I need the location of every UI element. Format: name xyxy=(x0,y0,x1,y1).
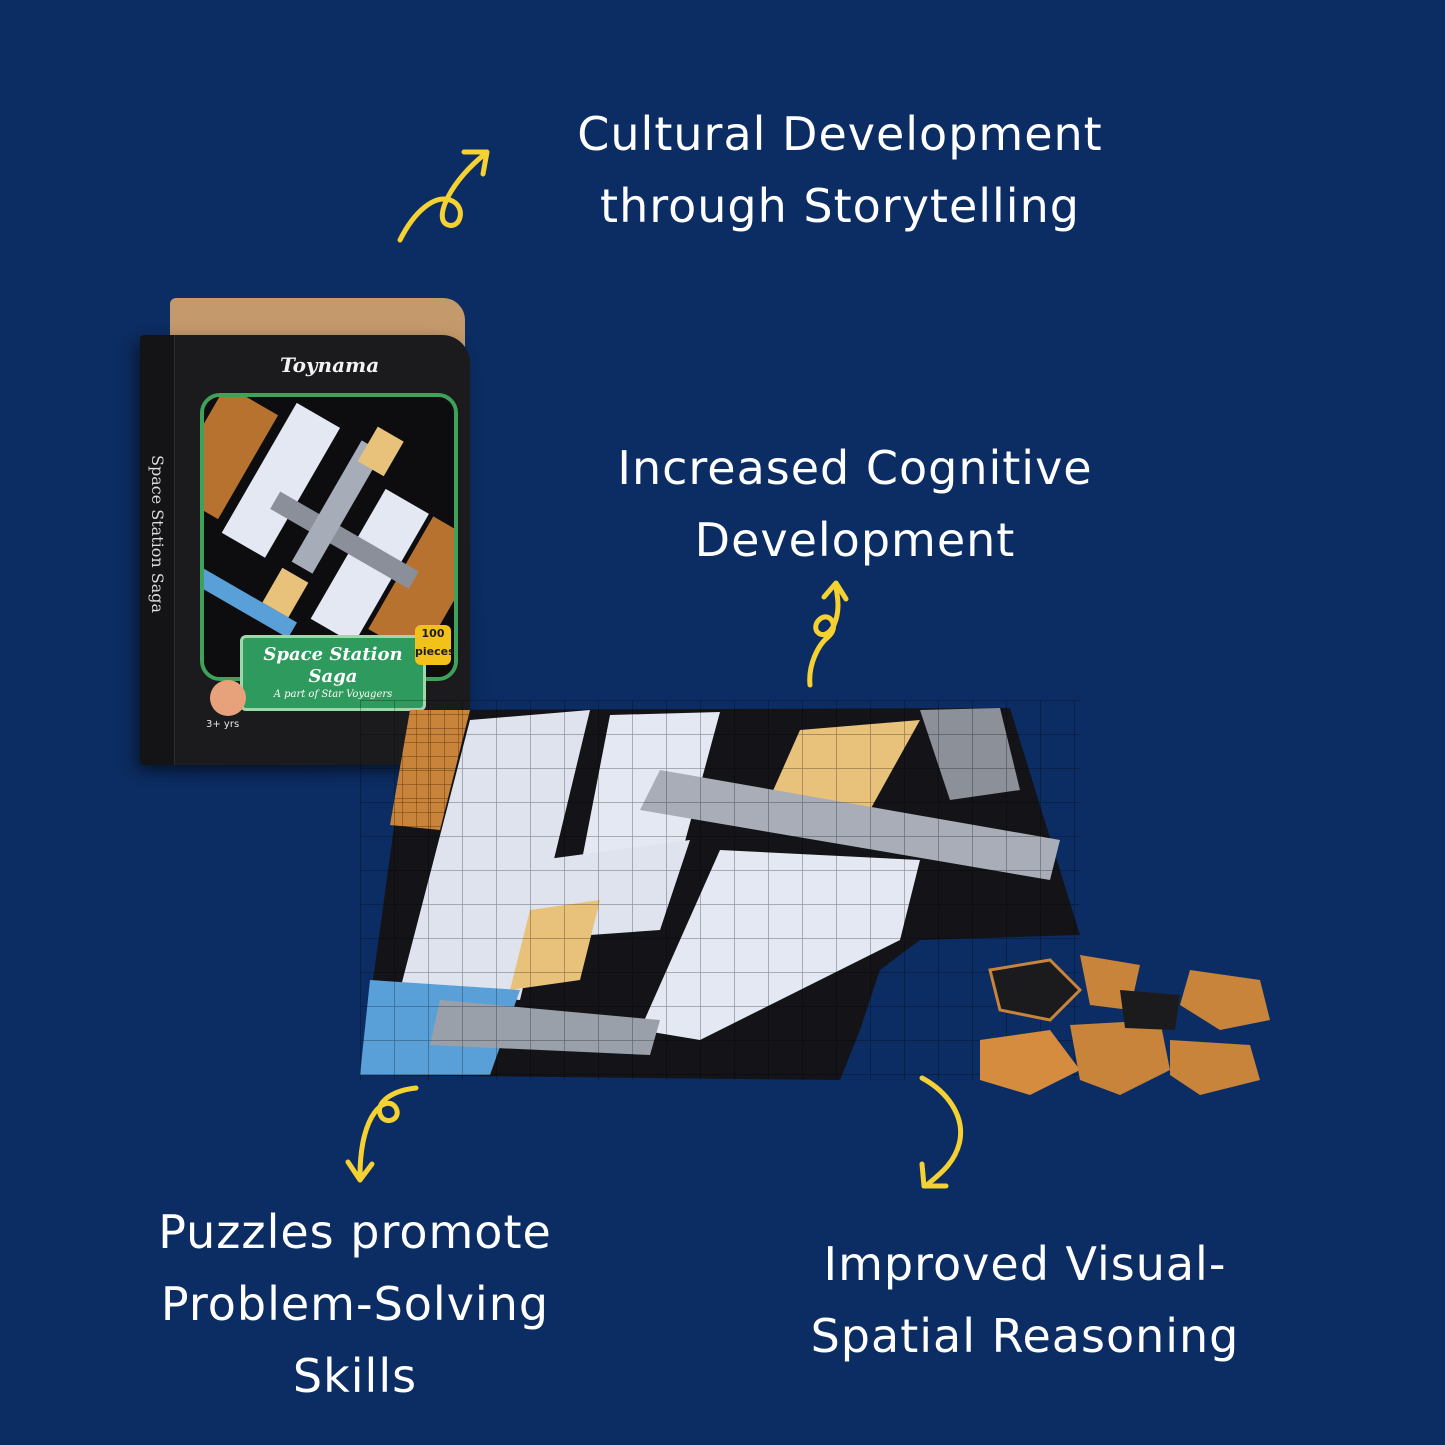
caption-line: Problem-Solving xyxy=(160,1277,550,1331)
caption-line: Spatial Reasoning xyxy=(810,1309,1240,1363)
caption-cultural-development: Cultural Development through Storytellin… xyxy=(540,98,1140,242)
puzzle-box: Space Station Saga Toynama Spa xyxy=(130,290,490,780)
spine-title: Space Station Saga xyxy=(148,455,167,614)
caption-line: Cultural Development xyxy=(577,107,1103,161)
box-title: Space Station Saga xyxy=(263,644,403,687)
kid-face-icon xyxy=(210,680,246,716)
space-station-illustration xyxy=(204,397,454,677)
caption-visual-spatial: Improved Visual- Spatial Reasoning xyxy=(770,1228,1280,1372)
assembled-puzzle xyxy=(360,700,1080,1080)
caption-line: Skills xyxy=(292,1349,418,1403)
box-subtitle: A part of Star Voyagers xyxy=(273,689,393,700)
age-label: 3+ yrs xyxy=(206,719,240,730)
pieces-badge: 100 pieces xyxy=(415,625,455,665)
loose-puzzle-pieces xyxy=(980,955,1270,1095)
curly-arrow-icon xyxy=(919,1075,964,1189)
curly-arrow-icon xyxy=(345,1085,419,1183)
curly-arrow-icon xyxy=(807,580,849,688)
box-front: Space Station Saga Toynama Spa xyxy=(140,335,470,765)
caption-line: through Storytelling xyxy=(600,179,1080,233)
caption-line: Improved Visual- xyxy=(823,1237,1227,1291)
caption-line: Increased Cognitive xyxy=(617,441,1093,495)
curly-arrow-icon xyxy=(397,149,490,243)
brand-logo: Toynama xyxy=(280,353,380,377)
caption-line: Puzzles promote xyxy=(158,1205,552,1259)
caption-line: Development xyxy=(694,513,1016,567)
box-spine: Space Station Saga xyxy=(140,335,175,765)
box-title-plate: Space Station Saga A part of Star Voyage… xyxy=(240,635,426,711)
caption-problem-solving: Puzzles promote Problem-Solving Skills xyxy=(110,1196,600,1412)
caption-cognitive-development: Increased Cognitive Development xyxy=(570,432,1140,576)
